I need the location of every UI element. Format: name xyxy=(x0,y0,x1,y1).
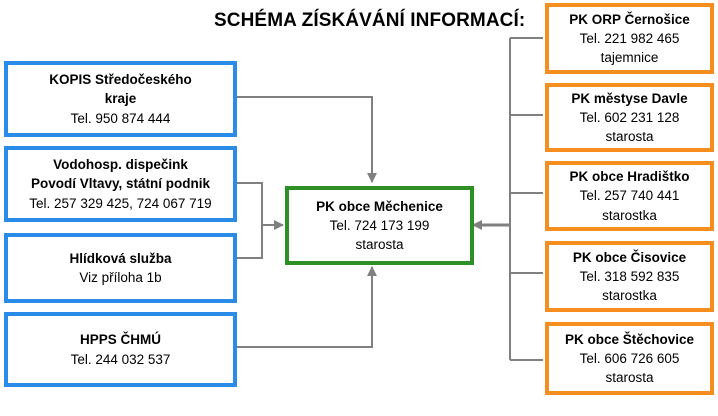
box-hlidkova-note: Viz příloha 1b xyxy=(79,270,162,285)
box-davle-role: starosta xyxy=(605,129,654,145)
box-mechenice: PK obce Měchenice Tel. 724 173 199 staro… xyxy=(285,186,474,265)
box-cernosice-role: tajemnice xyxy=(600,50,659,66)
box-cisovice-name: PK obce Čisovice xyxy=(572,249,687,265)
box-hradistko-phone: Tel. 257 740 441 xyxy=(579,188,680,204)
box-mechenice-name: PK obce Měchenice xyxy=(316,198,443,214)
box-kopis: KOPIS Středočeského kraje Tel. 950 874 4… xyxy=(4,61,237,137)
box-stechovice-name: PK obce Štěchovice xyxy=(564,331,695,347)
box-hradistko-name: PK obce Hradištko xyxy=(569,169,690,185)
box-stechovice: PK obce Štěchovice Tel. 606 726 605 star… xyxy=(545,322,714,395)
box-hradistko-role: starostka xyxy=(602,207,657,223)
box-vodohosp-name-1: Vodohosp. dispečink xyxy=(53,157,188,173)
box-kopis-phone: Tel. 950 874 444 xyxy=(70,110,171,126)
box-davle-name: PK městyse Davle xyxy=(571,90,688,106)
box-mechenice-phone: Tel. 724 173 199 xyxy=(329,217,430,233)
box-hradistko: PK obce Hradištko Tel. 257 740 441 staro… xyxy=(545,161,714,231)
box-stechovice-phone: Tel. 606 726 605 xyxy=(579,350,680,366)
box-hpps-name: HPPS ČHMÚ xyxy=(79,332,161,348)
box-cernosice: PK ORP Černošice Tel. 221 982 465 tajemn… xyxy=(545,3,714,74)
box-cernosice-name: PK ORP Černošice xyxy=(569,11,690,27)
connector-kopis xyxy=(237,96,377,183)
box-cisovice-phone: Tel. 318 592 835 xyxy=(579,268,680,284)
box-cernosice-phone: Tel. 221 982 465 xyxy=(579,30,680,46)
diagram-title: SCHÉMA ZÍSKÁVÁNÍ INFORMACÍ: xyxy=(214,10,526,31)
box-hlidkova-name: Hlídková služba xyxy=(69,250,172,266)
connector-hpps xyxy=(237,266,377,348)
box-vodohosp: Vodohosp. dispečink Povodí Vltavy, státn… xyxy=(4,146,237,222)
box-hpps-phone: Tel. 244 032 537 xyxy=(70,351,171,367)
box-hlidkova: Hlídková služba Viz příloha 1b xyxy=(4,233,237,303)
box-vodohosp-name-2: Povodí Vltavy, státní podnik xyxy=(30,176,211,192)
connector-vodohosp xyxy=(237,182,263,259)
box-kopis-name-2: kraje xyxy=(104,91,137,107)
box-davle-phone: Tel. 602 231 128 xyxy=(579,109,680,125)
box-hpps: HPPS ČHMÚ Tel. 244 032 537 xyxy=(4,312,237,387)
box-davle: PK městyse Davle Tel. 602 231 128 staros… xyxy=(545,83,714,152)
box-stechovice-role: starosta xyxy=(605,370,654,386)
box-kopis-name-1: KOPIS Středočeského xyxy=(49,72,192,88)
box-cisovice: PK obce Čisovice Tel. 318 592 835 staros… xyxy=(545,241,714,312)
box-mechenice-role: starosta xyxy=(355,237,404,253)
box-vodohosp-phone: Tel. 257 329 425, 724 067 719 xyxy=(29,195,212,211)
box-cisovice-role: starostka xyxy=(602,288,657,304)
